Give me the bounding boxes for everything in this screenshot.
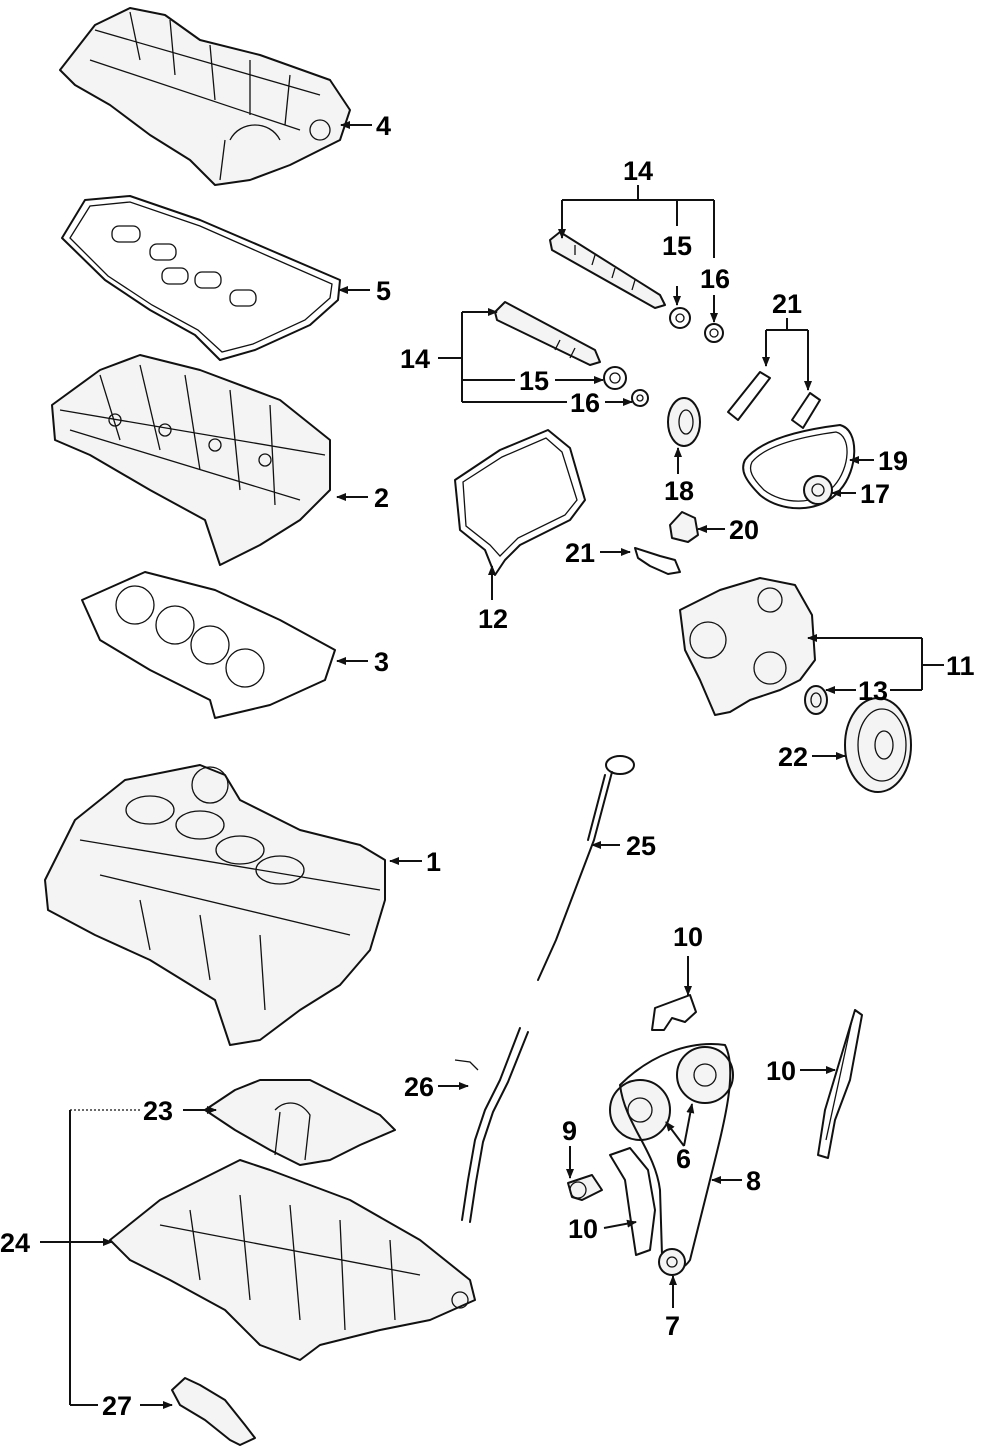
- cylinder-head: [51, 354, 331, 566]
- callout-26: 26: [404, 1072, 434, 1102]
- timing-belt-guide-right: [791, 392, 821, 429]
- callout-23: 23: [143, 1096, 173, 1126]
- cam-sprocket: [667, 397, 701, 447]
- timing-cover: [679, 577, 816, 716]
- callout-14-lower: 14: [400, 344, 430, 374]
- callout-15-upper: 15: [662, 231, 692, 261]
- camshaft-sprocket-left: [609, 1079, 671, 1141]
- camshaft-intake: [494, 301, 601, 366]
- timing-chain: [619, 1043, 732, 1270]
- cam-sensor-ring-upper: [669, 307, 691, 329]
- valve-cover-gasket: [61, 195, 341, 361]
- cam-sensor-ring-lower: [603, 366, 627, 390]
- front-crank-seal: [804, 685, 828, 715]
- engine-block: [44, 764, 386, 1046]
- oil-pan: [109, 1159, 476, 1361]
- callout-14-upper: 14: [623, 156, 653, 186]
- leader-lines: [40, 121, 944, 1409]
- belt-guide-lower: [634, 547, 681, 575]
- callout-22: 22: [778, 742, 808, 772]
- crankshaft-sprocket: [658, 1248, 686, 1276]
- chain-guide-upper: [651, 994, 697, 1031]
- callout-1: 1: [426, 847, 441, 877]
- callout-16-lower: 16: [570, 388, 600, 418]
- callout-25: 25: [626, 831, 656, 861]
- belt-tensioner: [803, 475, 833, 505]
- callout-5: 5: [376, 276, 391, 306]
- valve-cover: [59, 7, 351, 186]
- oil-dipstick: [537, 755, 635, 981]
- callout-17: 17: [860, 479, 890, 509]
- callout-10-lower: 10: [568, 1214, 598, 1244]
- chain-guide-right: [817, 1009, 863, 1159]
- timing-belt-guide-left: [727, 371, 771, 421]
- crankshaft-pulley: [844, 697, 912, 793]
- dipstick-tube: [454, 1027, 529, 1223]
- callout-6: 6: [676, 1144, 691, 1174]
- callout-16-upper: 16: [700, 264, 730, 294]
- callout-21-lower: 21: [565, 538, 595, 568]
- timing-belt: [742, 424, 856, 510]
- callout-4: 4: [376, 111, 391, 141]
- callout-15-lower: 15: [519, 366, 549, 396]
- callout-24: 24: [0, 1228, 30, 1258]
- tensioner-bracket: [669, 511, 699, 543]
- callout-2: 2: [374, 483, 389, 513]
- callout-20: 20: [729, 515, 759, 545]
- callout-7: 7: [665, 1311, 680, 1341]
- callout-10-upper: 10: [673, 922, 703, 952]
- callout-27: 27: [102, 1391, 132, 1421]
- callout-19: 19: [878, 446, 908, 476]
- callout-13: 13: [858, 676, 888, 706]
- oil-pickup-tube: [171, 1377, 256, 1446]
- head-gasket: [81, 571, 336, 719]
- callout-10-right: 10: [766, 1056, 796, 1086]
- camshaft-exhaust: [549, 231, 666, 309]
- oil-pan-baffle: [204, 1079, 396, 1166]
- callout-11: 11: [946, 651, 975, 681]
- camshaft-sprocket-right: [676, 1046, 734, 1104]
- callout-12: 12: [478, 604, 508, 634]
- callout-8: 8: [746, 1166, 761, 1196]
- cam-seal-lower: [631, 389, 649, 407]
- timing-cover-gasket: [454, 429, 586, 576]
- chain-guide-tensioner: [609, 1147, 656, 1256]
- callout-18: 18: [664, 476, 694, 506]
- callout-21-upper: 21: [772, 289, 802, 319]
- chain-tensioner: [567, 1174, 603, 1201]
- callout-3: 3: [374, 647, 389, 677]
- callout-9: 9: [562, 1116, 577, 1146]
- cam-seal-upper: [704, 323, 724, 343]
